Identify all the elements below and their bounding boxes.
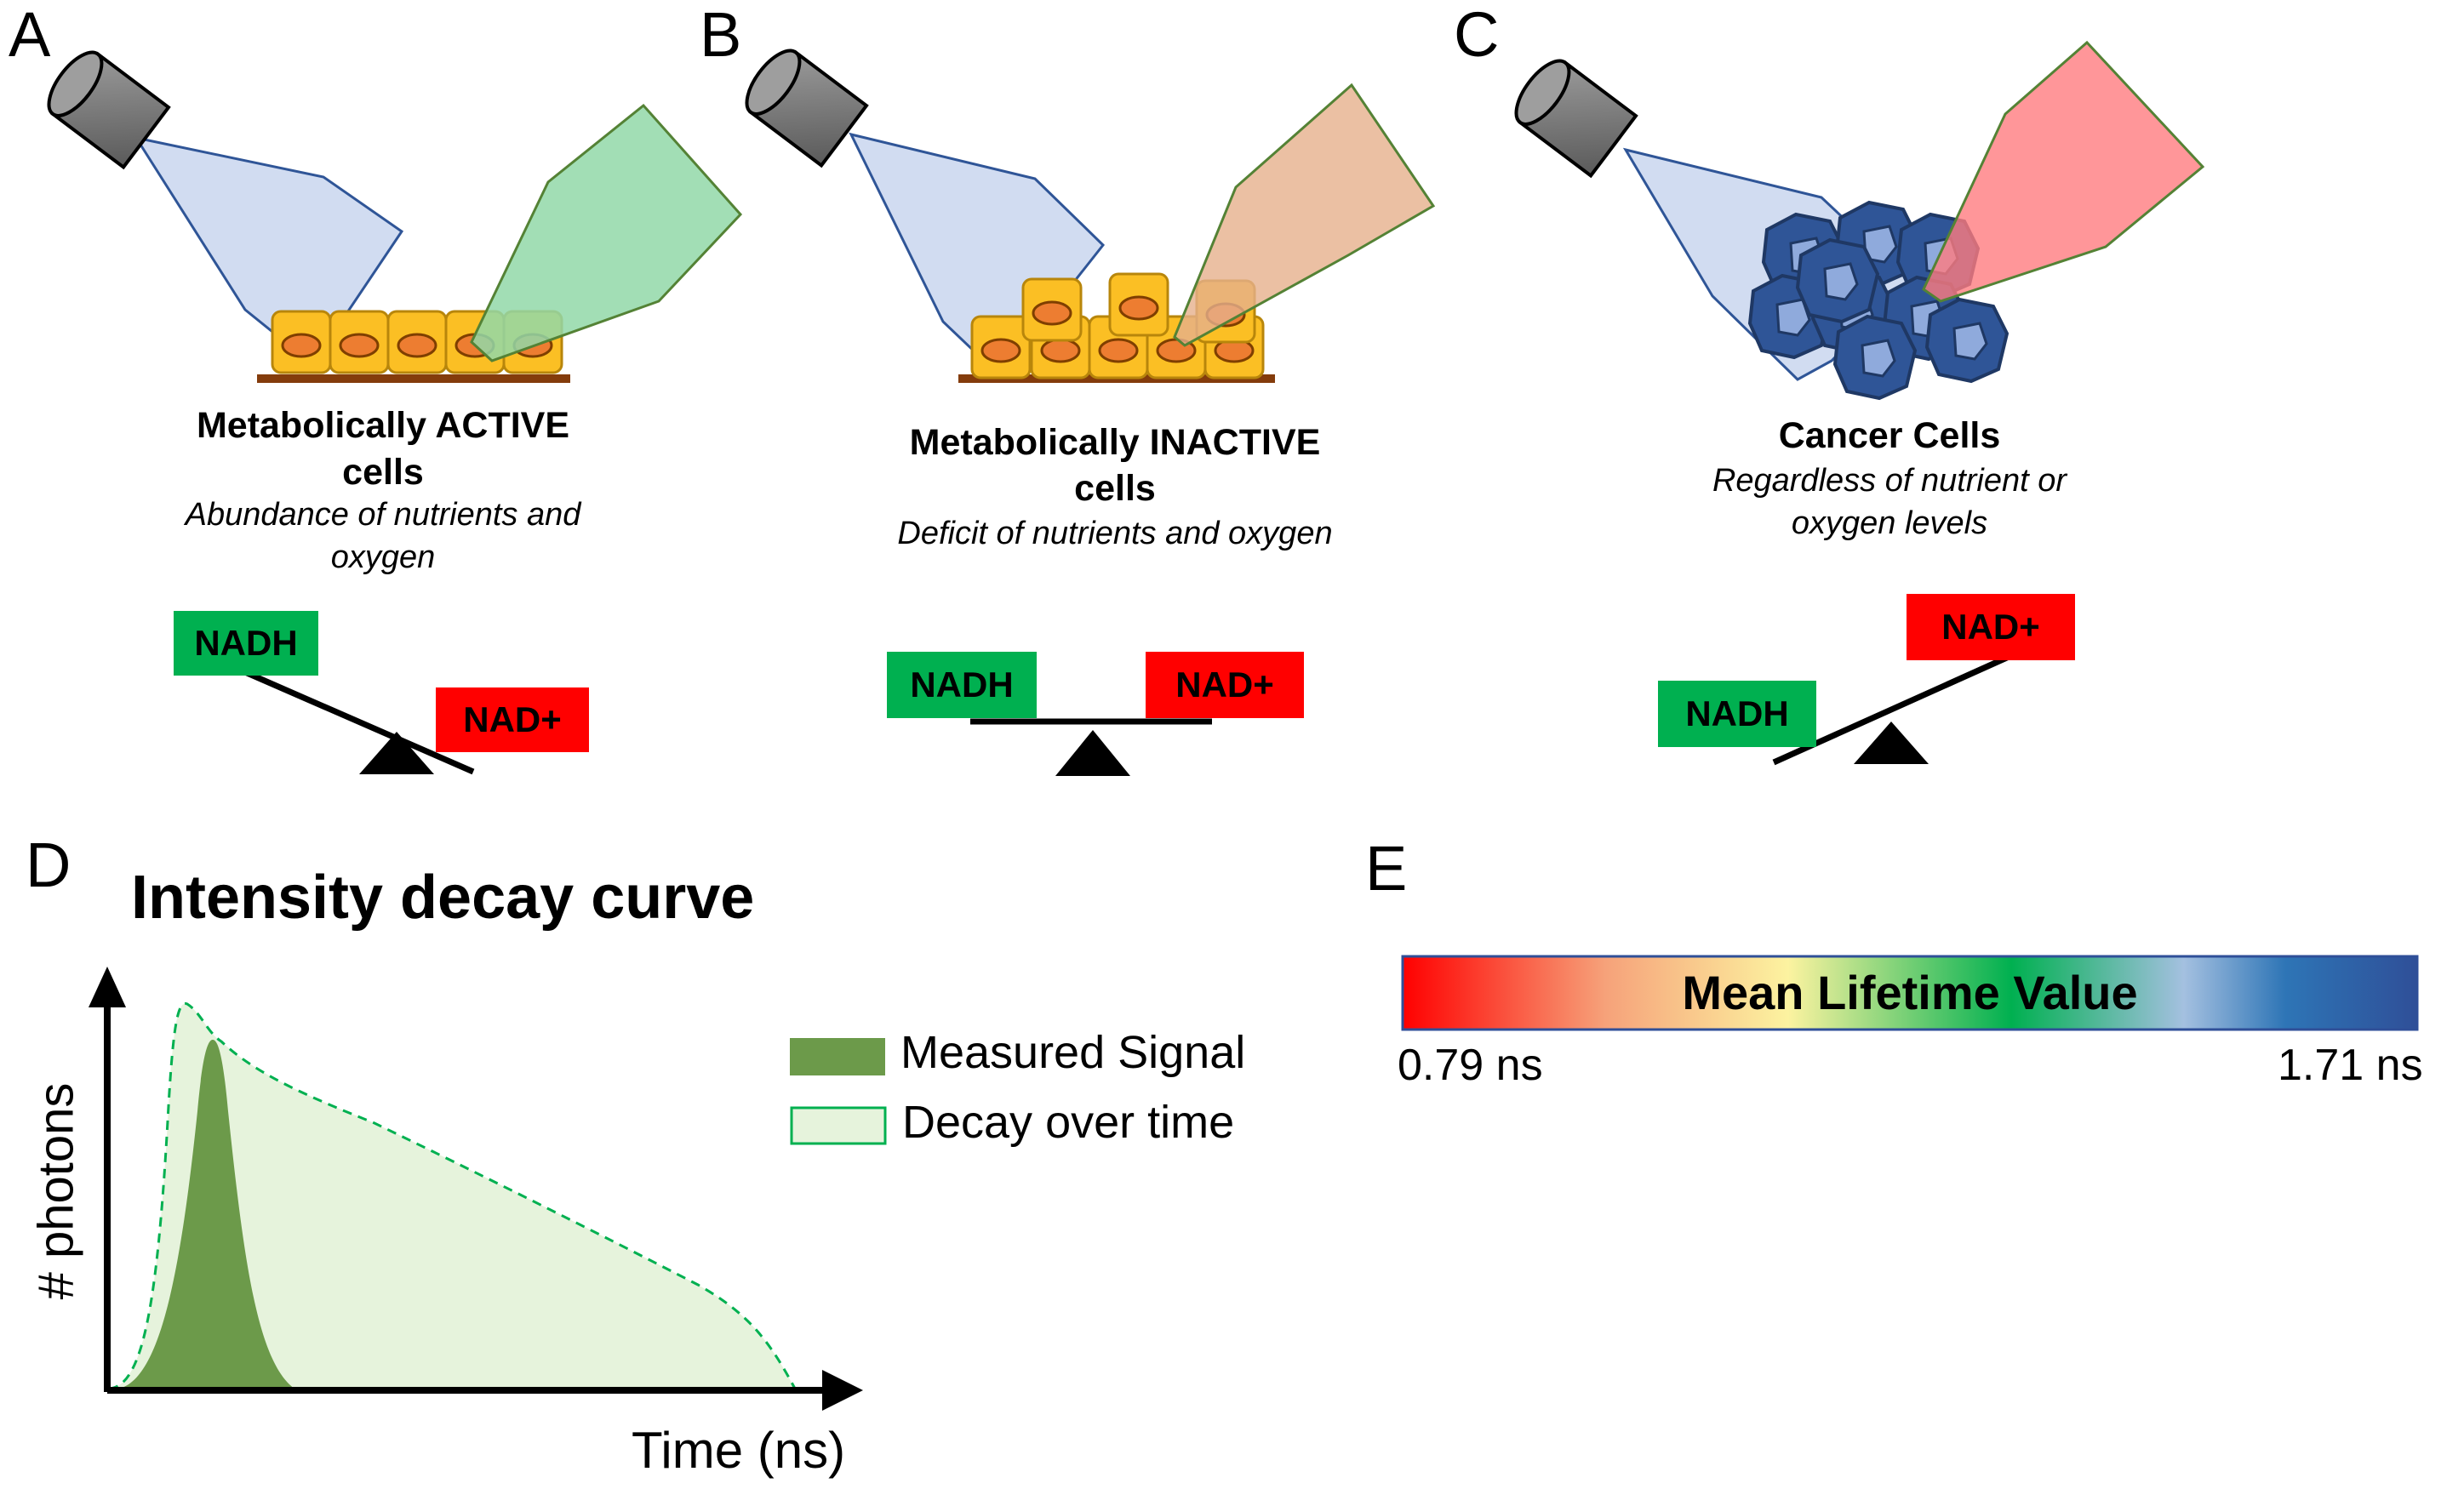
panel-b-subtitle-line1: Deficit of nutrients and oxygen	[897, 516, 1333, 551]
panel-a-title-line1: Metabolically ACTIVE	[196, 405, 570, 446]
panel-letter-b: B	[700, 0, 742, 70]
panel-a-title-line2: cells	[342, 452, 424, 493]
panel-letter-a: A	[9, 0, 51, 70]
lifetime-colorbar	[1401, 955, 2419, 1031]
legend-swatch-measured	[790, 1038, 885, 1075]
panel-c-camera-icon	[1505, 50, 1638, 178]
panel-a-subtitle-line1: Abundance of nutrients and	[185, 497, 581, 533]
panel-a-illustration	[37, 42, 743, 775]
colorbar-label: Mean Lifetime Value	[1682, 966, 2138, 1019]
panel-a-substrate	[257, 374, 570, 383]
x-axis-label: Time (ns)	[632, 1422, 846, 1479]
panel-c-title: Cancer Cells	[1778, 415, 2001, 456]
panel-a-nadplus-badge: NAD+	[436, 687, 589, 752]
panel-a-subtitle-line2: oxygen	[330, 539, 436, 575]
panel-letter-e: E	[1365, 833, 1408, 904]
panel-c-nadh-badge: NADH	[1658, 681, 1816, 747]
legend-swatch-decay	[790, 1106, 887, 1145]
panel-c-subtitle-line2: oxygen levels	[1791, 505, 1988, 541]
panel-letter-d: D	[26, 830, 71, 900]
panel-c-nadplus-badge: NAD+	[1907, 594, 2075, 660]
colorbar-min-label: 0.79 ns	[1398, 1041, 1543, 1090]
panel-b-nadh-badge: NADH	[887, 652, 1037, 718]
y-axis-label: # photons	[28, 1082, 84, 1300]
legend-label-measured: Measured Signal	[900, 1027, 1246, 1078]
decay-chart	[89, 967, 887, 1411]
panel-b-title-line2: cells	[1074, 468, 1156, 509]
decay-over-time-line	[108, 1002, 797, 1390]
panel-c-subtitle-line1: Regardless of nutrient or	[1712, 463, 2067, 499]
measured-signal-peak	[119, 1040, 294, 1389]
panel-b-title-line1: Metabolically INACTIVE	[909, 422, 1321, 463]
colorbar-max-label: 1.71 ns	[2278, 1041, 2423, 1090]
panel-a-nadh-badge: NADH	[174, 611, 318, 676]
decay-area	[109, 1003, 795, 1389]
panel-b-illustration	[735, 40, 1436, 776]
panel-b-nadplus-badge: NAD+	[1146, 652, 1304, 718]
panel-c-illustration	[1505, 40, 2205, 766]
panel-letter-c: C	[1454, 0, 1500, 70]
panel-b-camera-icon	[735, 40, 869, 168]
legend-label-decay: Decay over time	[902, 1097, 1235, 1148]
chart-title: Intensity decay curve	[131, 864, 755, 932]
